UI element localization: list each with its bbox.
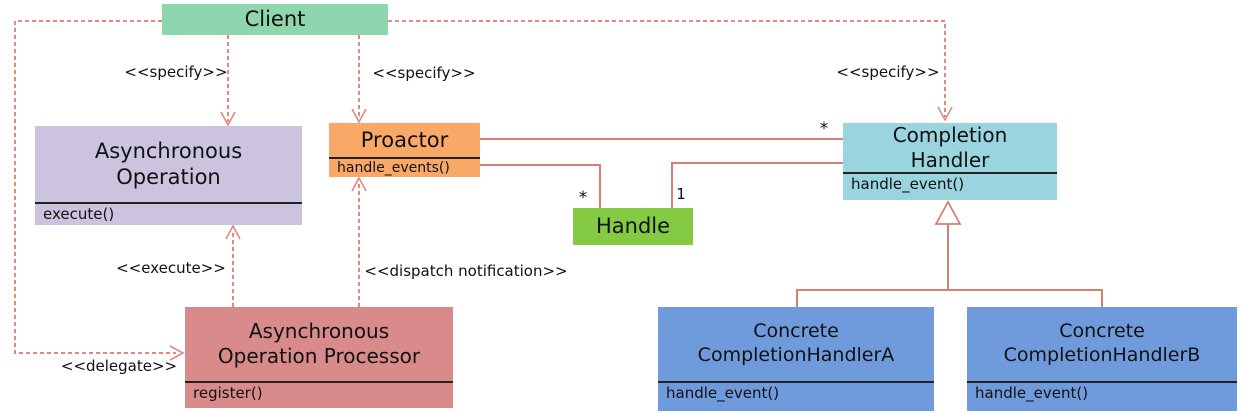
class-concrete-completion-handler-b: Concrete CompletionHandlerB handle_event… xyxy=(967,307,1237,411)
class-concrete-completion-handler-b-method: handle_event() xyxy=(967,381,1237,411)
execute-arrow xyxy=(225,224,241,307)
inheritance-connector xyxy=(796,200,1103,307)
class-async-operation-method: execute() xyxy=(35,202,302,225)
specify-arrow-to-proactor xyxy=(351,35,367,124)
class-async-operation-processor: Asynchronous Operation Processor registe… xyxy=(185,307,453,408)
class-proactor-method: handle_events() xyxy=(329,157,480,177)
handle-completion-handler-association xyxy=(671,162,843,208)
class-async-operation-name: Asynchronous Operation xyxy=(94,138,243,189)
class-concrete-completion-handler-b-name: Concrete CompletionHandlerB xyxy=(1003,320,1201,366)
label-specify-completion-handler: <<specify>> xyxy=(836,63,940,81)
class-concrete-completion-handler-a: Concrete CompletionHandlerA handle_event… xyxy=(658,307,934,411)
multiplicity-proactor-completion-star: * xyxy=(819,119,829,139)
class-completion-handler-name: Completion Handler xyxy=(892,122,1008,172)
class-completion-handler: Completion Handler handle_event() xyxy=(843,123,1057,200)
class-async-operation-processor-name: Asynchronous Operation Processor xyxy=(217,319,421,368)
multiplicity-proactor-handle-star: * xyxy=(578,188,588,208)
label-delegate: <<delegate>> xyxy=(60,357,178,375)
dispatch-notification-arrow xyxy=(351,176,367,307)
class-concrete-completion-handler-a-name: Concrete CompletionHandlerA xyxy=(697,320,895,366)
class-proactor-name: Proactor xyxy=(360,127,449,152)
label-specify-proactor: <<specify>> xyxy=(372,64,476,82)
class-client: Client xyxy=(162,4,388,35)
label-execute: <<execute>> xyxy=(116,259,226,277)
label-specify-async-operation: <<specify>> xyxy=(124,63,228,81)
class-async-operation-processor-method: register() xyxy=(185,381,453,408)
class-proactor: Proactor handle_events() xyxy=(329,123,480,177)
class-handle: Handle xyxy=(573,208,693,245)
label-dispatch-notification: <<dispatch notification>> xyxy=(364,262,568,280)
class-client-name: Client xyxy=(244,7,306,32)
class-handle-name: Handle xyxy=(595,214,671,239)
class-concrete-completion-handler-a-method: handle_event() xyxy=(658,381,934,411)
multiplicity-handle-completion-one: 1 xyxy=(676,185,686,203)
class-completion-handler-method: handle_event() xyxy=(843,172,1057,200)
class-async-operation: Asynchronous Operation execute() xyxy=(35,126,302,225)
